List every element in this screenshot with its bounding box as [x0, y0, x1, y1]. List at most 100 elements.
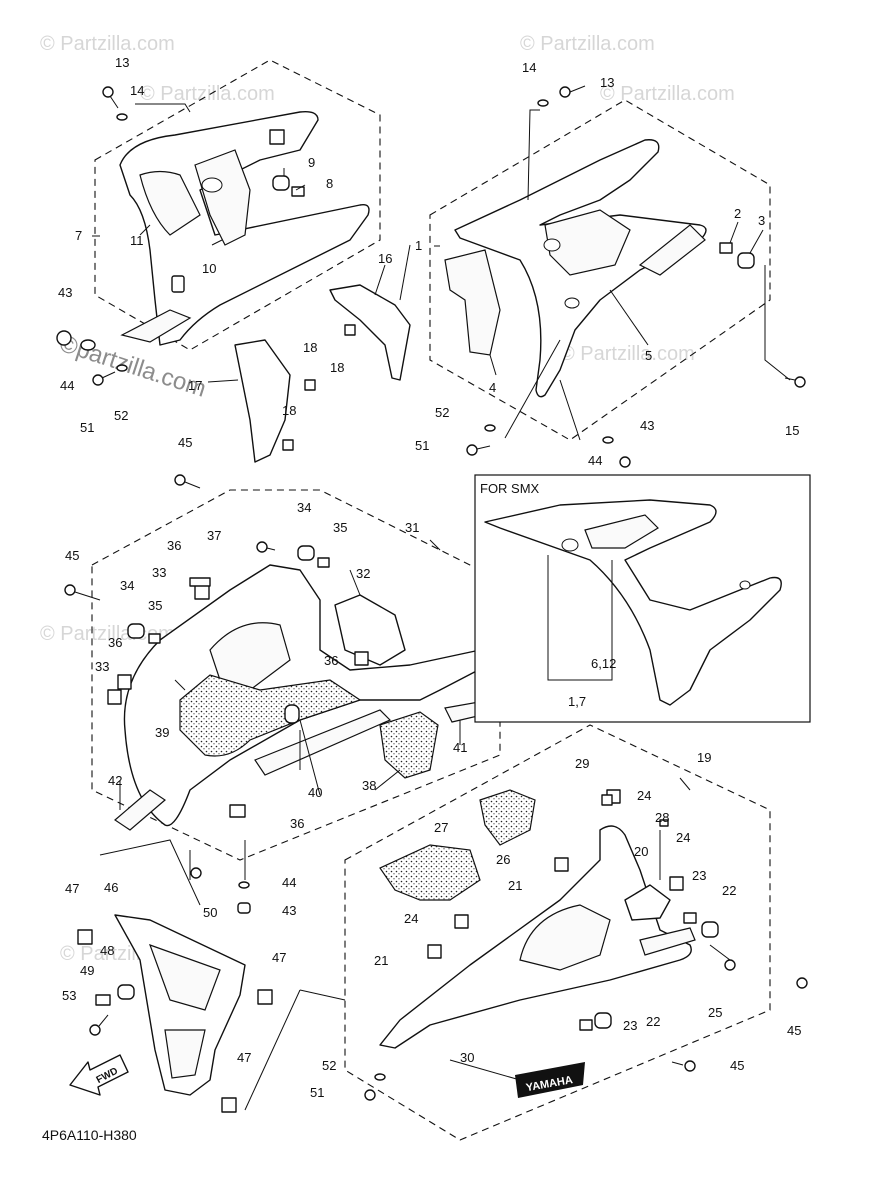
decal-5 [544, 209, 631, 276]
grommet-22-lower [594, 1012, 612, 1029]
panel-16 [329, 284, 411, 381]
callout-37: 37 [207, 528, 221, 543]
callout-42: 42 [108, 773, 122, 788]
diagram-code: 4P6A110-H380 [42, 1127, 137, 1143]
clip-18-a [344, 324, 356, 336]
callout-26: 26 [496, 852, 510, 867]
grommet-29 [601, 794, 613, 806]
callout-34: 34 [297, 500, 311, 515]
clip-47 [77, 929, 93, 945]
callout-32: 32 [356, 566, 370, 581]
bolt-43-bottom [237, 902, 251, 914]
clip-24 [669, 876, 684, 891]
callout-24: 24 [404, 911, 418, 926]
smx-cowling [484, 499, 782, 706]
clip-36 [117, 674, 132, 690]
watermark: © Partzilla.com [140, 83, 275, 105]
callout-2: 2 [734, 206, 741, 221]
collar-49 [95, 994, 111, 1006]
foam-pad-38 [379, 711, 439, 779]
callout-45: 45 [730, 1058, 744, 1073]
strip-42 [114, 789, 166, 831]
callout-51: 51 [80, 420, 94, 435]
callout-43: 43 [640, 418, 654, 433]
bolt-53 [89, 1014, 109, 1036]
smx-inset: FOR SMX 6,12 1,7 [474, 474, 811, 723]
leader-lines [92, 103, 791, 1111]
foam-pad-27 [379, 844, 481, 901]
bolt-51-left [92, 371, 116, 386]
washer-52-bottom [374, 1073, 386, 1081]
bolt-45-right [796, 977, 808, 989]
watermark: © Partzilla.com [520, 33, 655, 55]
rear-tab [638, 224, 706, 276]
callout-8: 8 [326, 176, 333, 191]
callout-52: 52 [114, 408, 128, 423]
callout-52: 52 [435, 405, 449, 420]
callout-29: 29 [575, 756, 589, 771]
yamaha-badge [515, 1062, 585, 1098]
collar-2 [719, 242, 733, 254]
grommet-9 [272, 175, 290, 191]
bolt-51-right [466, 444, 491, 456]
callout-38: 38 [362, 778, 376, 793]
clip-33 [189, 577, 211, 587]
callout-13: 13 [600, 75, 614, 90]
callout-51: 51 [415, 438, 429, 453]
bolt-45-top [174, 474, 201, 489]
collar-23-lower [579, 1019, 593, 1031]
group-box-lower [344, 724, 771, 1141]
clip-18-c [282, 439, 294, 451]
strip-40 [254, 709, 392, 776]
washer-52-left [116, 364, 128, 372]
bolt-45-mid [64, 584, 101, 601]
watermark: © Partzilla.com [600, 83, 735, 105]
callout-40: 40 [308, 785, 322, 800]
clip-21 [427, 944, 442, 959]
callout-50: 50 [203, 905, 217, 920]
bolt-25 [724, 959, 736, 971]
callout-25: 25 [708, 1005, 722, 1020]
grommet-48 [117, 984, 135, 1000]
callout-18: 18 [282, 403, 296, 418]
callout-19: 19 [697, 750, 711, 765]
bolt-43-right [619, 456, 631, 468]
fwd-arrow-shape [69, 1054, 129, 1096]
grommet [284, 704, 300, 724]
inset-label-6-12: 6,12 [591, 656, 616, 671]
bolt-43-left [56, 330, 72, 346]
callout-53: 53 [62, 988, 76, 1003]
cowling-hole [201, 177, 223, 193]
washer-44-left [80, 339, 96, 351]
callout-14: 14 [130, 83, 144, 98]
group-box-left-upper [94, 59, 381, 351]
callout-44: 44 [282, 875, 296, 890]
callout-4: 4 [489, 380, 496, 395]
callout-48: 48 [100, 943, 114, 958]
panel-17 [234, 339, 291, 463]
cowl-recess [209, 622, 291, 691]
callout-46: 46 [104, 880, 118, 895]
callout-45: 45 [65, 548, 79, 563]
group-boxes [91, 59, 771, 1141]
clip-18-b [304, 379, 316, 391]
pin-28 [659, 819, 669, 827]
callout-45: 45 [787, 1023, 801, 1038]
collar-35-mid [148, 633, 161, 644]
callout-14: 14 [522, 60, 536, 75]
callout-21: 21 [374, 953, 388, 968]
panel-46-vent [164, 1029, 206, 1079]
cowling-hole [561, 538, 579, 552]
callout-33: 33 [95, 659, 109, 674]
callout-44: 44 [588, 453, 602, 468]
cowling-hole [543, 238, 561, 252]
bottom-panel [77, 914, 273, 1113]
bolt-13-left [102, 86, 119, 109]
bracket-20 [624, 884, 671, 921]
clip-47 [257, 989, 273, 1005]
grommet-3 [737, 252, 755, 269]
callout-36: 36 [324, 653, 338, 668]
right-side-cowling [444, 139, 707, 398]
lower-recess [519, 904, 611, 971]
